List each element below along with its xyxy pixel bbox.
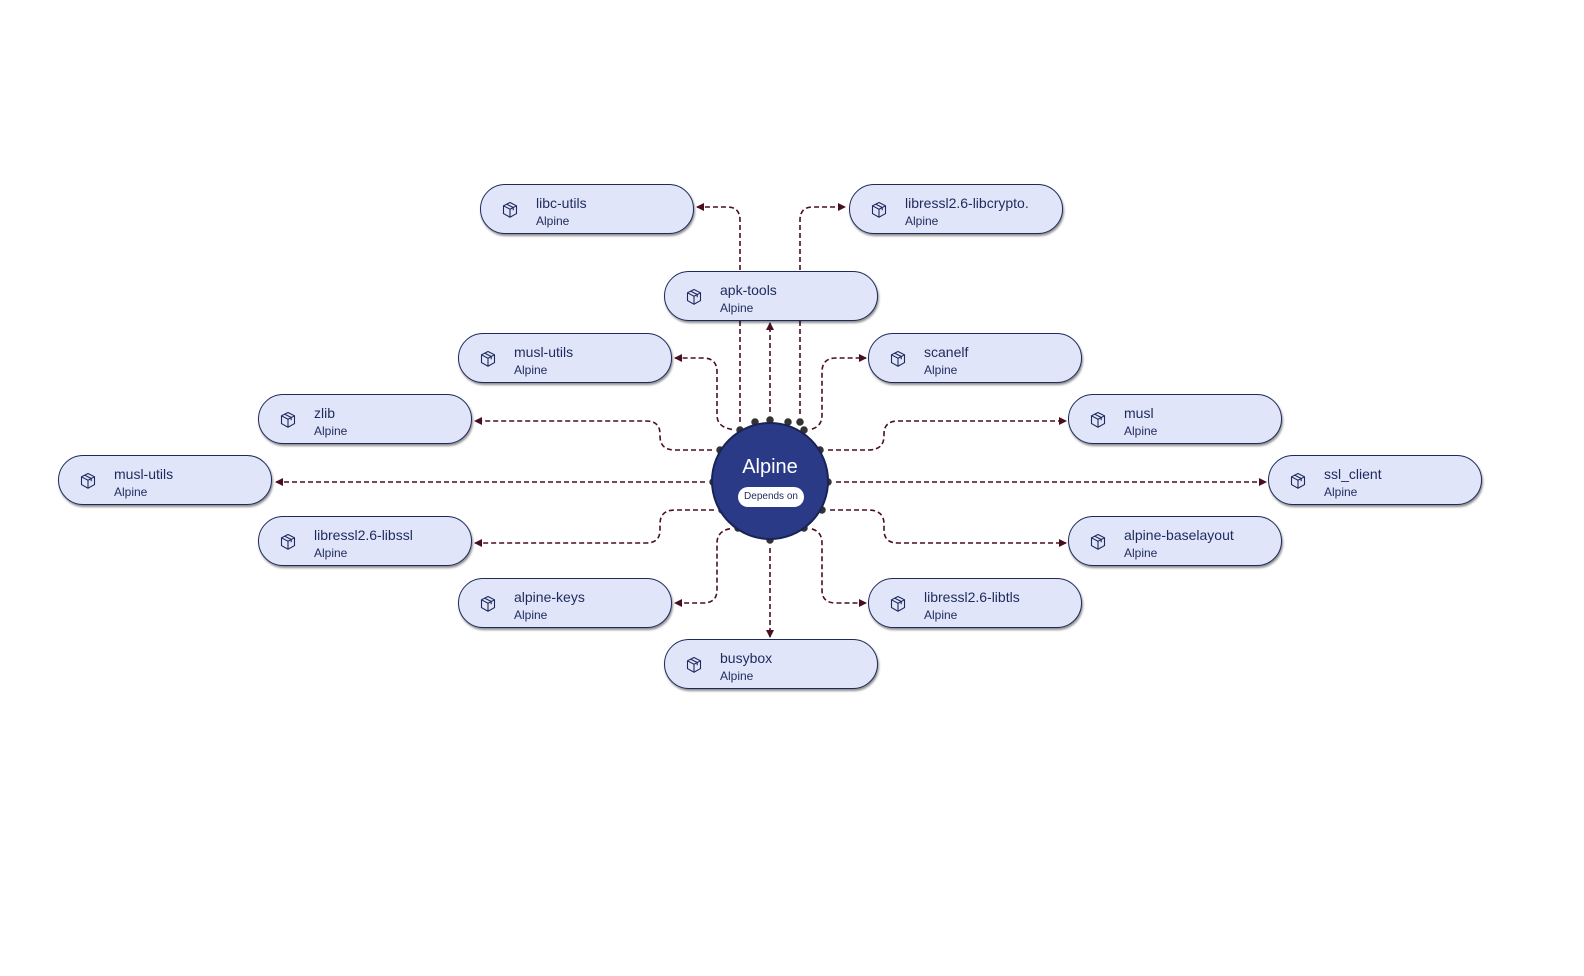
package-source: Alpine (924, 363, 958, 377)
package-source: Alpine (720, 669, 754, 683)
package-name: scanelf (924, 344, 969, 360)
package-name: libressl2.6-libcrypto. (905, 195, 1029, 211)
dependency-connector (474, 417, 720, 451)
package-icon (685, 656, 703, 674)
dependency-connector (820, 417, 1067, 451)
package-name: busybox (720, 650, 773, 666)
dependency-connector (822, 509, 1067, 547)
package-source: Alpine (1124, 424, 1158, 438)
package-icon (1089, 411, 1107, 429)
package-name: libc-utils (536, 195, 587, 211)
package-source: Alpine (720, 301, 754, 315)
package-icon (479, 595, 497, 613)
package-name: alpine-baselayout (1124, 527, 1234, 543)
package-source: Alpine (905, 214, 939, 228)
package-source: Alpine (514, 608, 548, 622)
dependency-connector (674, 527, 739, 607)
hub-node-alpine[interactable]: Alpine Depends on (711, 422, 829, 540)
package-name: musl-utils (514, 344, 574, 360)
package-name: libressl2.6-libssl (314, 527, 413, 543)
package-source: Alpine (114, 485, 148, 499)
dependency-connector (799, 203, 846, 422)
package-source: Alpine (314, 546, 348, 560)
package-icon (479, 350, 497, 368)
package-node-libressl2-6-libcrypto[interactable]: libressl2.6-libcrypto. Alpine (849, 184, 1063, 234)
package-source: Alpine (314, 424, 348, 438)
package-name: zlib (314, 405, 336, 421)
package-name: apk-tools (720, 282, 777, 298)
package-name: alpine-keys (514, 589, 585, 605)
package-source: Alpine (924, 608, 958, 622)
dependency-connector (803, 354, 867, 431)
dependency-connector (674, 354, 741, 431)
package-icon (79, 472, 97, 490)
package-icon (279, 411, 297, 429)
package-icon (889, 595, 907, 613)
relationship-badge: Depends on (738, 487, 804, 507)
package-icon (501, 201, 519, 219)
connection-port[interactable] (794, 416, 806, 428)
hub-title: Alpine (742, 456, 798, 478)
package-icon (889, 350, 907, 368)
dependency-connector (696, 203, 741, 430)
package-icon (1289, 472, 1307, 490)
package-source: Alpine (1124, 546, 1158, 560)
package-name: libressl2.6-libtls (924, 589, 1020, 605)
dependency-connector (474, 509, 722, 547)
package-name: musl (1124, 405, 1154, 421)
package-source: Alpine (1324, 485, 1358, 499)
package-icon (685, 288, 703, 306)
dependency-connector (803, 527, 867, 607)
package-icon (279, 533, 297, 551)
package-icon (870, 201, 888, 219)
package-source: Alpine (536, 214, 570, 228)
package-name: ssl_client (1324, 466, 1382, 482)
package-name: musl-utils (114, 466, 174, 482)
package-icon (1089, 533, 1107, 551)
package-source: Alpine (514, 363, 548, 377)
